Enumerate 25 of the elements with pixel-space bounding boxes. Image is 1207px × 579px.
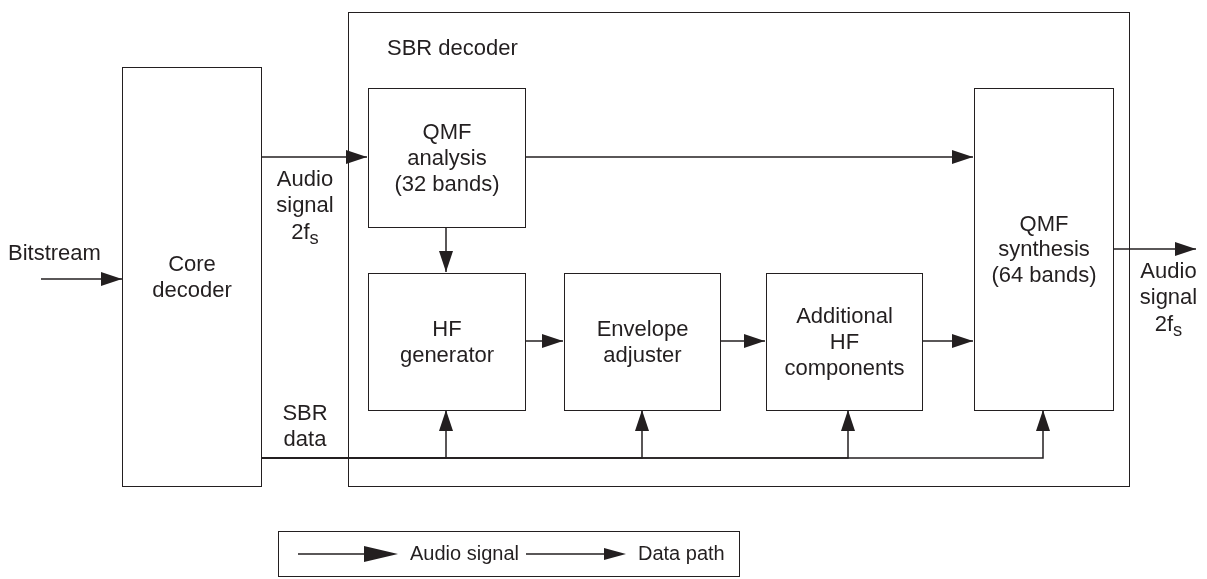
- legend-label: Audio signal: [410, 542, 519, 565]
- arrow: [719, 334, 766, 348]
- arrow: [40, 272, 123, 286]
- box-label: Additional HF components: [783, 303, 906, 381]
- box-label: QMF analysis (32 bands): [393, 119, 501, 197]
- arrow: [524, 150, 974, 164]
- arrow: [1112, 242, 1197, 256]
- arrow: [261, 409, 1050, 459]
- panel-heading: SBR decoder: [387, 35, 518, 61]
- process-box: [766, 273, 923, 411]
- arrow: [921, 334, 974, 348]
- process-box: [368, 88, 526, 228]
- box-label: HF generator: [398, 316, 496, 368]
- arrow: [439, 226, 453, 273]
- decoder-panel: [348, 12, 1130, 487]
- arrow: [524, 334, 564, 348]
- process-box: [368, 273, 526, 411]
- process-box: [974, 88, 1114, 411]
- process-box: [564, 273, 721, 411]
- box-label: QMF synthesis (64 bands): [990, 210, 1098, 289]
- legend-label: Data path: [638, 542, 725, 565]
- box-label: Envelope adjuster: [595, 316, 690, 368]
- arrow: [261, 150, 368, 164]
- box-label: Core decoder: [151, 251, 233, 303]
- process-box: [122, 67, 262, 487]
